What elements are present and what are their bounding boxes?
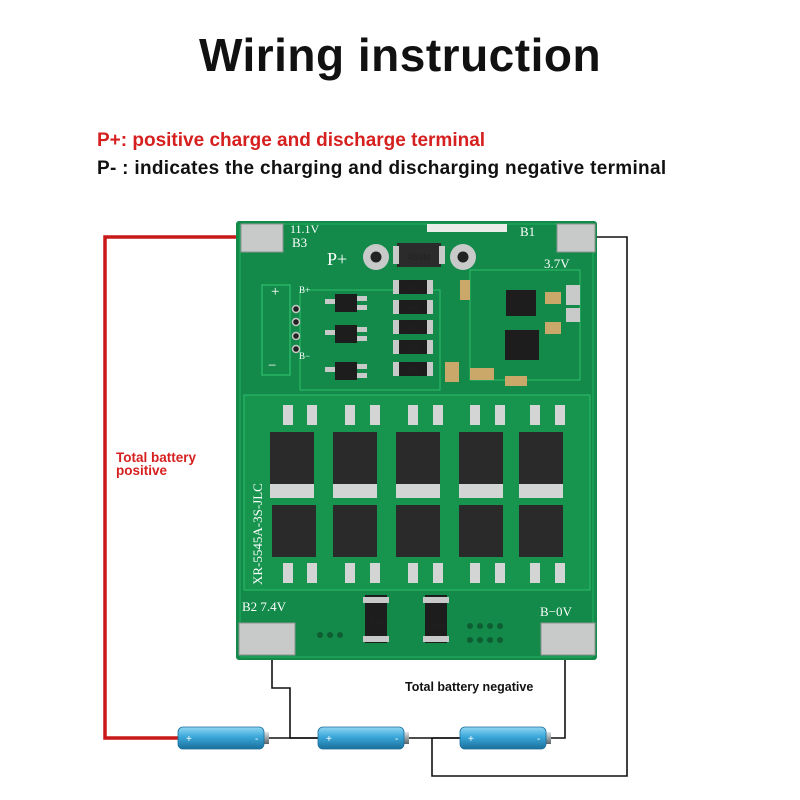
- p-minus-note: P- : indicates the charging and discharg…: [97, 158, 667, 179]
- total-negative-label: Total battery negative: [405, 680, 534, 694]
- battery-cell-1: + -: [177, 726, 269, 750]
- page-title: Wiring instruction: [198, 29, 602, 81]
- wires: [268, 236, 628, 777]
- b1-label: B1: [520, 224, 535, 239]
- plus-sign: +: [271, 284, 279, 300]
- svg-text:+: +: [468, 734, 474, 745]
- b-minus-label: B−0V: [540, 604, 573, 619]
- resistor-201-b: 201: [407, 325, 419, 332]
- mosfet-array: [270, 405, 565, 583]
- shunt-r003-a: R003: [371, 619, 388, 626]
- pin-bminus-label: B−: [299, 351, 310, 361]
- resistor-201-a: 201: [407, 285, 419, 292]
- pin-bplus-label: B+: [299, 285, 310, 295]
- svg-text:+: +: [186, 734, 192, 745]
- total-positive-label: Total battery positive: [116, 450, 197, 478]
- bms-board: 11.1V B3 B1 3.7V P+ + − B+ B− B2 7.4V B−…: [236, 221, 597, 660]
- v37-label: 3.7V: [544, 256, 570, 271]
- svg-text:+: +: [326, 734, 332, 745]
- battery-cells: + - + - + -: [177, 726, 551, 750]
- model-label: XR-5545A-3S-JLC: [250, 483, 265, 585]
- p-plus-label: P+: [327, 249, 347, 269]
- resistor-201-c: 201: [407, 345, 419, 352]
- svg-text:-: -: [255, 734, 258, 745]
- b3-voltage-label: 11.1V: [290, 222, 320, 236]
- p-plus-note: P+: positive charge and discharge termin…: [97, 130, 486, 151]
- minus-sign: −: [268, 358, 276, 374]
- battery-cell-3: + -: [459, 726, 551, 750]
- b3-label: B3: [292, 235, 307, 250]
- rs3m-label: RS3M: [408, 253, 431, 262]
- svg-text:-: -: [537, 734, 540, 745]
- svg-text:-: -: [395, 734, 398, 745]
- positive-wire: [103, 235, 247, 740]
- battery-cell-2: + -: [317, 726, 409, 750]
- b2-label: B2 7.4V: [242, 599, 287, 614]
- resistor-201-d: 201: [407, 367, 419, 374]
- resistor-102: 102: [407, 305, 419, 312]
- shunt-r003-b: R003: [428, 622, 445, 629]
